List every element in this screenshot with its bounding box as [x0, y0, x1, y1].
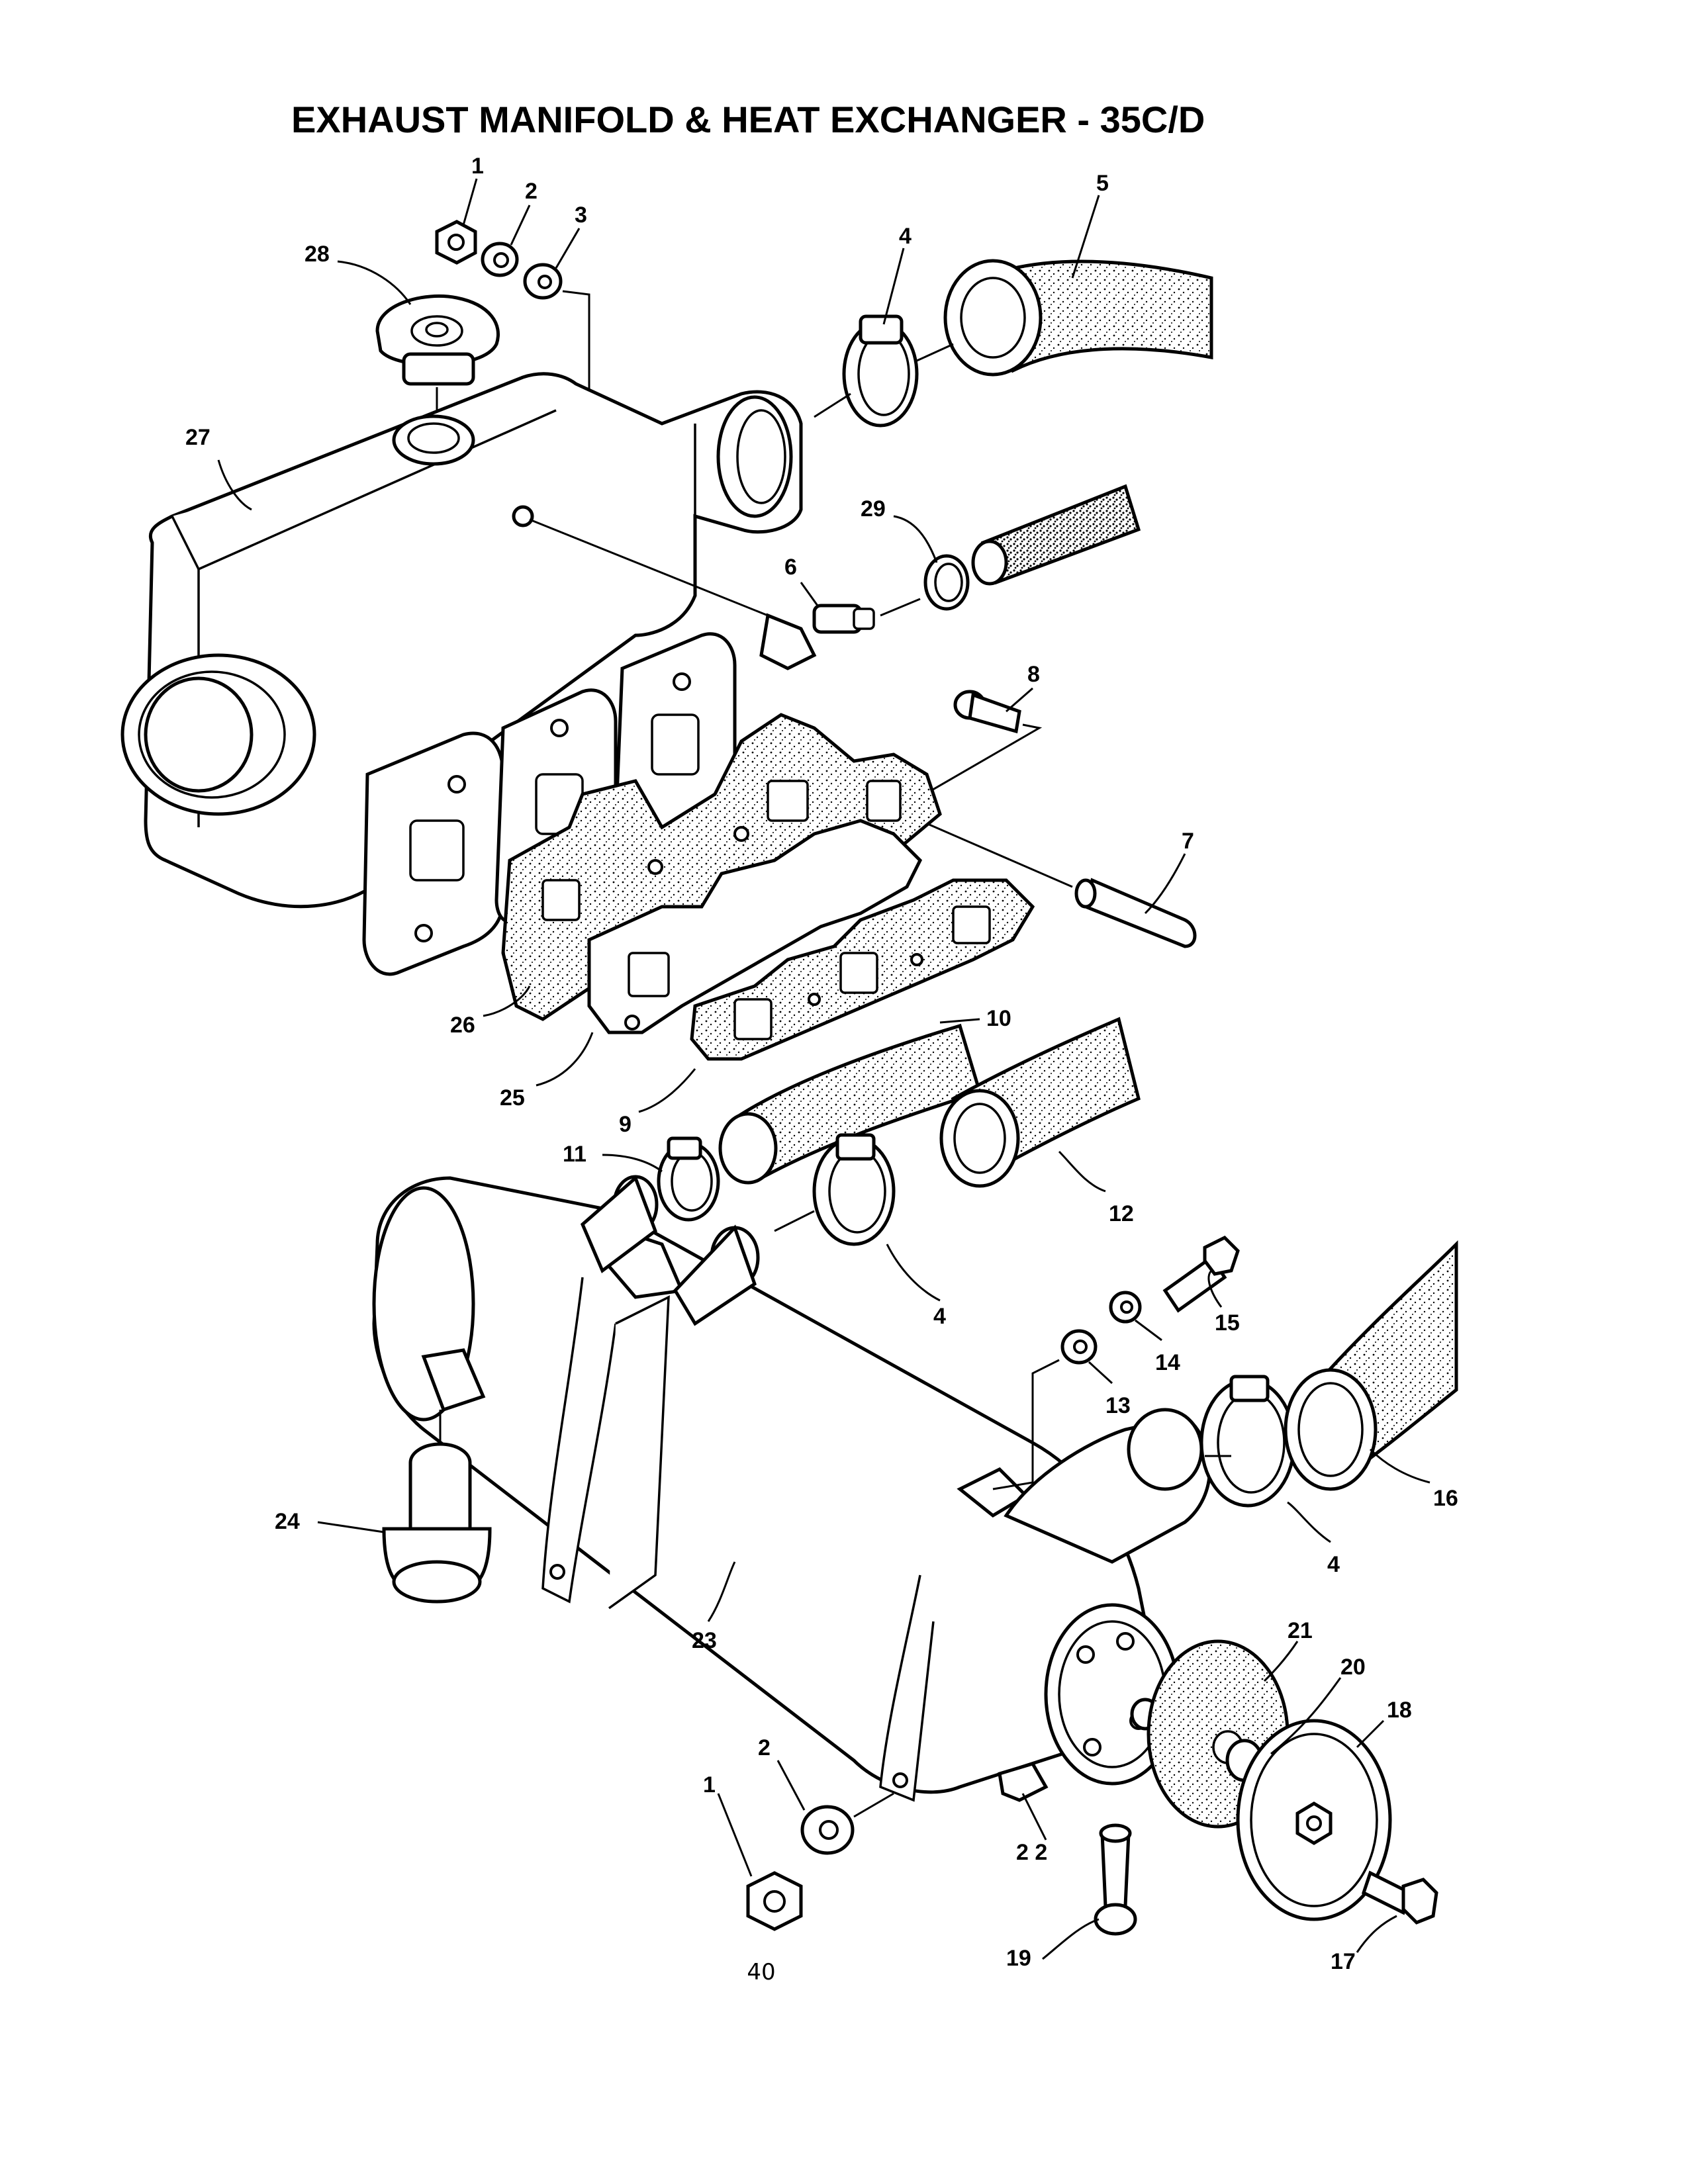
callout-4-bottom: 4 [1327, 1552, 1340, 1577]
fitting-alignment-line [529, 518, 769, 617]
exhaust-manifold-part-27 [144, 372, 803, 909]
callout-4-middle: 4 [933, 1304, 946, 1329]
hose-clamp-part-4-middle [812, 1133, 896, 1246]
callout-2-top: 2 [525, 179, 538, 204]
washer-alignment-line [853, 1792, 894, 1818]
drain-fitting [421, 1348, 486, 1412]
hose-clamp-part-4-bottom [1199, 1375, 1296, 1508]
callout-15: 15 [1215, 1310, 1240, 1336]
exhaust-gasket-part-9 [690, 878, 1035, 1061]
callout-3: 3 [575, 203, 587, 228]
page-title: EXHAUST MANIFOLD & HEAT EXCHANGER - 35C/… [291, 99, 1205, 140]
callout-24: 24 [275, 1509, 300, 1534]
callout-23: 23 [692, 1628, 717, 1653]
screw-lead-line [913, 723, 1043, 802]
outlet-to-clamp-line [814, 392, 851, 418]
clamp-arrow-line [774, 1210, 815, 1232]
end-cover-part-18 [1236, 1719, 1392, 1921]
cap-screw-part-17 [1361, 1870, 1438, 1925]
nut-part-1-bottom [746, 1871, 803, 1931]
clamp-to-hose-line [916, 343, 954, 362]
elbow-fitting-part-6 [759, 604, 875, 670]
callout-18: 18 [1387, 1698, 1412, 1723]
page-number: 40 [747, 1959, 776, 1985]
callout-12: 12 [1109, 1201, 1134, 1226]
exhaust-hose-part-5 [943, 259, 1213, 377]
callout-1-top: 1 [471, 154, 484, 179]
hose-clamp-part-11 [657, 1136, 720, 1222]
hose-part-10 [718, 1023, 982, 1185]
cap-screw-part-8 [953, 690, 1021, 734]
callout-6: 6 [784, 555, 797, 580]
callout-22: 2 2 [1016, 1840, 1047, 1865]
washer-part-2-bottom [800, 1805, 855, 1855]
callout-20: 20 [1340, 1655, 1366, 1680]
callout-27: 27 [185, 425, 211, 450]
callout-28: 28 [305, 242, 330, 267]
fitting-to-clamp-line [880, 598, 921, 617]
washer-part-3 [523, 263, 563, 300]
hose-clamp-part-4-top [842, 314, 919, 428]
coolant-hose-part-29 [971, 484, 1141, 586]
hose-part-16 [1284, 1240, 1458, 1491]
callout-9: 9 [619, 1112, 632, 1137]
callout-2-bottom: 2 [758, 1735, 771, 1760]
lock-washer-part-14 [1109, 1291, 1142, 1324]
flange-plate-rear [362, 731, 505, 976]
callout-8: 8 [1027, 662, 1040, 687]
callout-21: 21 [1288, 1618, 1313, 1643]
callout-26: 26 [450, 1013, 475, 1038]
flange-gasket-part-25 [587, 819, 923, 1034]
hose-part-12 [939, 1017, 1141, 1188]
stud-lead-line [919, 819, 1073, 888]
pressure-cap-part-28 [375, 294, 500, 386]
inlet-tubes [580, 1175, 760, 1326]
callout-17: 17 [1331, 1949, 1356, 1974]
callout-4-top: 4 [899, 224, 912, 249]
callout-19: 19 [1006, 1946, 1031, 1971]
drain-bolt-part-19 [1094, 1823, 1137, 1936]
callout-5: 5 [1096, 171, 1109, 196]
stud-part-7 [1074, 878, 1197, 948]
callout-10: 10 [986, 1006, 1011, 1031]
heat-exchanger-part-23 [372, 1176, 1211, 1802]
callout-11: 11 [563, 1142, 586, 1167]
callout-13: 13 [1105, 1393, 1131, 1418]
callout-1-bottom: 1 [703, 1772, 716, 1797]
bolt-alignment-line [992, 1359, 1060, 1490]
callout-leaders [217, 178, 1430, 1960]
nut-part-1-top [435, 220, 477, 265]
callout-25: 25 [500, 1085, 525, 1111]
manifold-end-cap [120, 653, 316, 816]
washer-part-13 [1060, 1329, 1098, 1365]
hose-clamp-part-29 [923, 554, 970, 611]
callout-7: 7 [1182, 829, 1194, 854]
callout-14: 14 [1155, 1350, 1180, 1375]
callout-16: 16 [1433, 1486, 1458, 1511]
tab-washer-part-22 [998, 1762, 1049, 1802]
zinc-anode-part-24 [382, 1442, 492, 1604]
lock-washer-part-2-top [481, 242, 519, 277]
callout-29: 29 [861, 496, 886, 522]
bolt-part-15 [1162, 1235, 1240, 1313]
